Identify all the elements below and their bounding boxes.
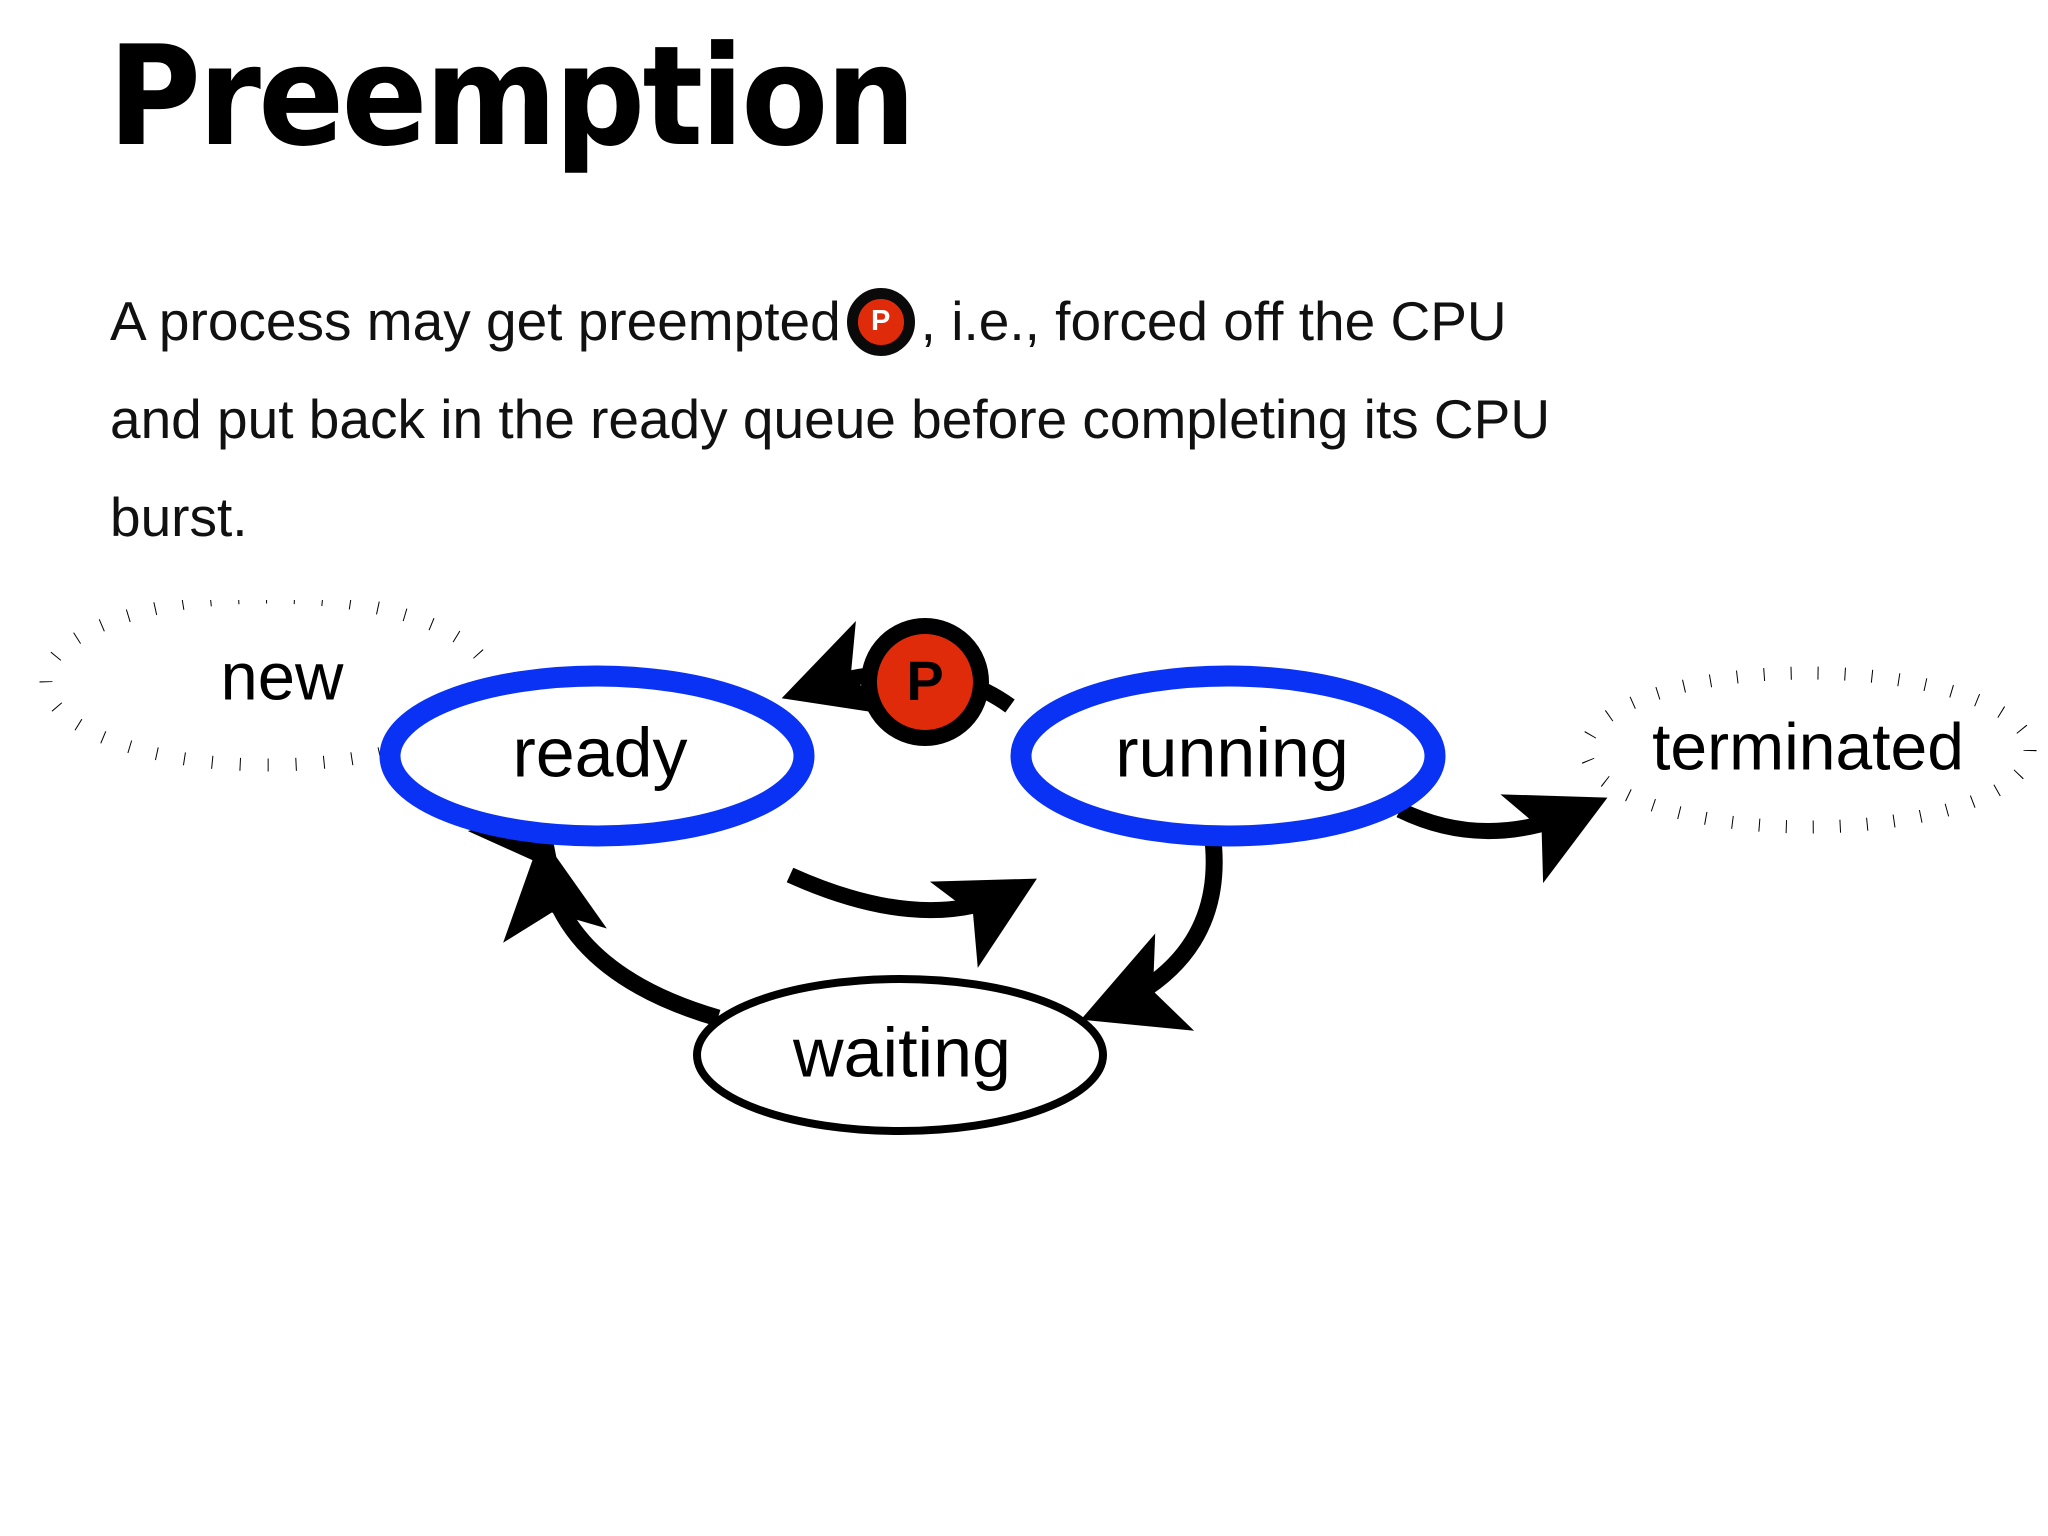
state-node-terminated-label: terminated <box>1652 709 1964 783</box>
body-line-1-after: , i.e., forced off the CPU <box>920 290 1507 352</box>
body-paragraph: A process may get preempted P , i.e., forc… <box>110 272 1910 566</box>
state-node-waiting-label: waiting <box>792 1013 1011 1091</box>
state-node-terminated-shape <box>1579 666 2037 834</box>
body-line-1: A process may get preempted P , i.e., forc… <box>110 272 1910 370</box>
body-line-1-before: A process may get preempted <box>110 290 841 352</box>
preempt-marker-ring <box>861 618 989 746</box>
state-node-ready-label: ready <box>512 713 687 791</box>
state-node-running-shape <box>1010 665 1446 847</box>
page-title: Preemption <box>108 16 916 177</box>
state-node-waiting-shape <box>693 975 1107 1135</box>
state-node-terminated[interactable]: terminated <box>1579 666 2037 834</box>
state-node-ready-shape <box>379 665 815 847</box>
state-node-ready[interactable]: ready <box>379 665 815 847</box>
edge-running-to-waiting <box>1080 830 1223 1031</box>
edge-ready-to-running <box>786 867 1037 968</box>
preempt-marker-icon[interactable]: P <box>861 618 989 746</box>
body-line-2: and put back in the ready queue before c… <box>110 388 1551 450</box>
preempt-marker-label: P <box>906 649 943 712</box>
body-line-3: burst. <box>110 486 248 548</box>
process-state-diagram: new ready running terminated waiting P <box>39 600 2037 1135</box>
edge-running-to-terminated <box>1396 794 1608 884</box>
state-node-new-label: new <box>221 640 345 715</box>
preempt-badge-label: P <box>871 304 891 337</box>
preempt-badge-icon: P <box>846 288 915 356</box>
state-node-running[interactable]: running <box>1010 665 1446 847</box>
state-node-running-label: running <box>1115 713 1349 791</box>
state-node-waiting[interactable]: waiting <box>693 975 1107 1135</box>
edge-waiting-to-ready <box>503 835 721 1027</box>
